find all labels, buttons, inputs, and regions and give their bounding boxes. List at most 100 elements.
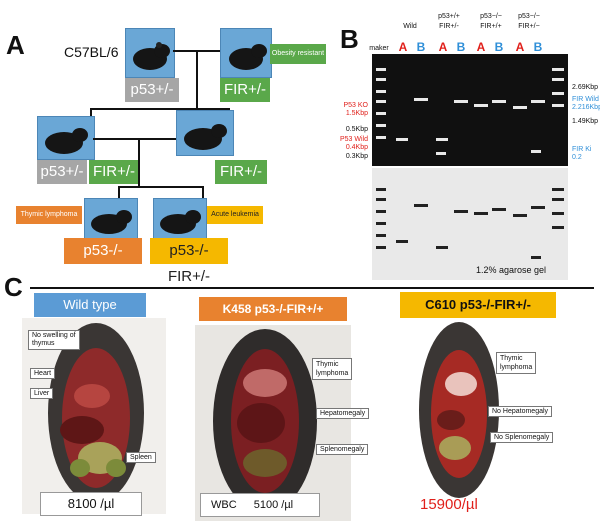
gel-band (552, 92, 564, 95)
mouse-photo-bottom-left (84, 198, 138, 240)
header-wild-type: Wild type (34, 293, 146, 317)
label-fir-het-mid-left: FIR+/- (89, 160, 139, 184)
mouse-photo-bottom-right (153, 198, 207, 240)
gel-band (454, 100, 468, 103)
gel-band-inverted (474, 212, 488, 215)
gel-band (513, 106, 527, 109)
mouse-photo-mid-left (37, 116, 95, 160)
line-left-down (90, 108, 92, 116)
gel-lane-label: B (416, 40, 426, 54)
gel-lane-label: A (476, 40, 486, 54)
gel-band-inverted (513, 214, 527, 217)
marker-p53-ko: P53 KO 1.5Kbp (343, 102, 368, 117)
line-right-down-2 (202, 186, 204, 198)
gel-band-inverted (552, 198, 564, 201)
gel-band-inverted (454, 210, 468, 213)
photo-wild-type (22, 318, 166, 514)
gel-band (552, 68, 564, 71)
gel-lane-label: A (438, 40, 448, 54)
gel-band (436, 138, 448, 141)
line-down-mid (138, 138, 140, 186)
gel-band (531, 150, 541, 153)
callout-thymic-lymphoma-c610: Thymic lymphoma (496, 352, 537, 374)
callout-heart: Heart (30, 368, 56, 379)
gel-group-header: p53−/− FIR+/− (510, 12, 548, 32)
divider-line (30, 287, 594, 289)
gel-band-inverted (376, 222, 386, 225)
gel-band (436, 152, 446, 155)
count-k458: WBC 5100 /µl (200, 493, 320, 517)
gel-band-inverted (492, 208, 506, 211)
gel-band (552, 104, 564, 107)
callout-thymic-lymphoma-k458: Thymic lymphoma (312, 358, 353, 380)
callout-splenomegaly: Splenomegaly (316, 444, 369, 455)
marker-fir-ki: FIR Ki 0.2 (572, 146, 592, 161)
header-k458: K458 p53-/-FIR+/+ (199, 297, 347, 321)
gel-band (376, 100, 386, 103)
marker-149kbp: 1.49Kbp (572, 118, 599, 125)
gel-band-inverted (552, 212, 564, 215)
gel-band-inverted (531, 256, 541, 259)
callout-no-swelling-thymus: No swelling of thymus (28, 330, 80, 350)
gel-band-inverted (376, 198, 386, 201)
label-genotype-right: p53-/-FIR+/- (150, 238, 228, 285)
mouse-photo-mid-right (176, 110, 234, 156)
gel-band (376, 136, 386, 139)
gel-band-inverted (396, 240, 408, 243)
gel-band-inverted (552, 226, 564, 229)
strain-label: C57BL/6 (64, 44, 119, 60)
gel-band (414, 98, 428, 101)
label-genotype-left: p53-/-FIR+/+ (64, 238, 142, 285)
gel-band-inverted (376, 246, 386, 249)
gel-band-inverted (376, 234, 386, 237)
line-mate-mid (93, 138, 176, 140)
gel-ethidium (372, 54, 568, 166)
gel-band (396, 138, 408, 141)
gel-band (552, 78, 564, 81)
marker-p53-wild: P53 Wild 0.4Kbp (339, 136, 368, 151)
gel-inverted (372, 168, 568, 280)
gel-band-inverted (376, 210, 386, 213)
gel-group-line2: FIR+/− (518, 23, 540, 30)
gel-lane-label: B (456, 40, 466, 54)
gel-band (376, 124, 386, 127)
line-split-mid (118, 186, 204, 188)
label-p53-het-mid: p53+/- (37, 160, 87, 184)
marker-269kbp: 2.69Kbp (572, 84, 599, 91)
gel-group-line1: p53−/− (518, 13, 540, 20)
count-c610: 15900/µl (420, 496, 478, 513)
callout-no-splenomegaly: No Splenomegaly (490, 432, 554, 443)
gel-note: 1.2% agarose gel (476, 265, 547, 275)
count-wild: 8100 /µl (40, 492, 142, 516)
gel-group-header: p53+/+ FIR+/- (430, 12, 468, 32)
gel-group-header: Wild (391, 22, 429, 32)
gel-band (376, 68, 386, 71)
wbc-label: WBC (211, 499, 237, 511)
gel-band (531, 100, 545, 103)
marker-fir-wild: FIR Wild 2.216Kbp (572, 96, 600, 111)
gel-band (376, 78, 386, 81)
gel-band (474, 104, 488, 107)
gel-band-inverted (414, 204, 428, 207)
photo-k458 (195, 325, 351, 521)
gel-group-line1: p53+/+ (438, 13, 460, 20)
panel-b-letter: B (340, 24, 359, 54)
k458-count-value: 5100 /µl (253, 499, 294, 511)
label-fir-het-top: FIR+/- (220, 78, 270, 102)
marker-05kbp: 0.5Kbp (345, 126, 368, 133)
callout-liver: Liver (30, 388, 54, 399)
header-c610: C610 p53-/-FIR+/- (400, 292, 556, 318)
line-left-down-2 (118, 186, 120, 198)
panel-c-letter: C (4, 272, 23, 302)
line-down-top (196, 50, 198, 110)
mouse-photo-fir-top (220, 28, 272, 78)
label-fir-het-mid-right: FIR+/- (215, 160, 267, 184)
gel-band-inverted (436, 246, 448, 249)
gel-group-line2: FIR+/- (439, 23, 459, 30)
gel-group-line1: p53−/− (480, 13, 502, 20)
gel-lane-label: A (515, 40, 525, 54)
callout-spleen: Spleen (126, 452, 156, 463)
mouse-photo-p53-top (125, 28, 175, 78)
gel-band-inverted (531, 206, 545, 209)
gel-band-inverted (376, 188, 386, 191)
